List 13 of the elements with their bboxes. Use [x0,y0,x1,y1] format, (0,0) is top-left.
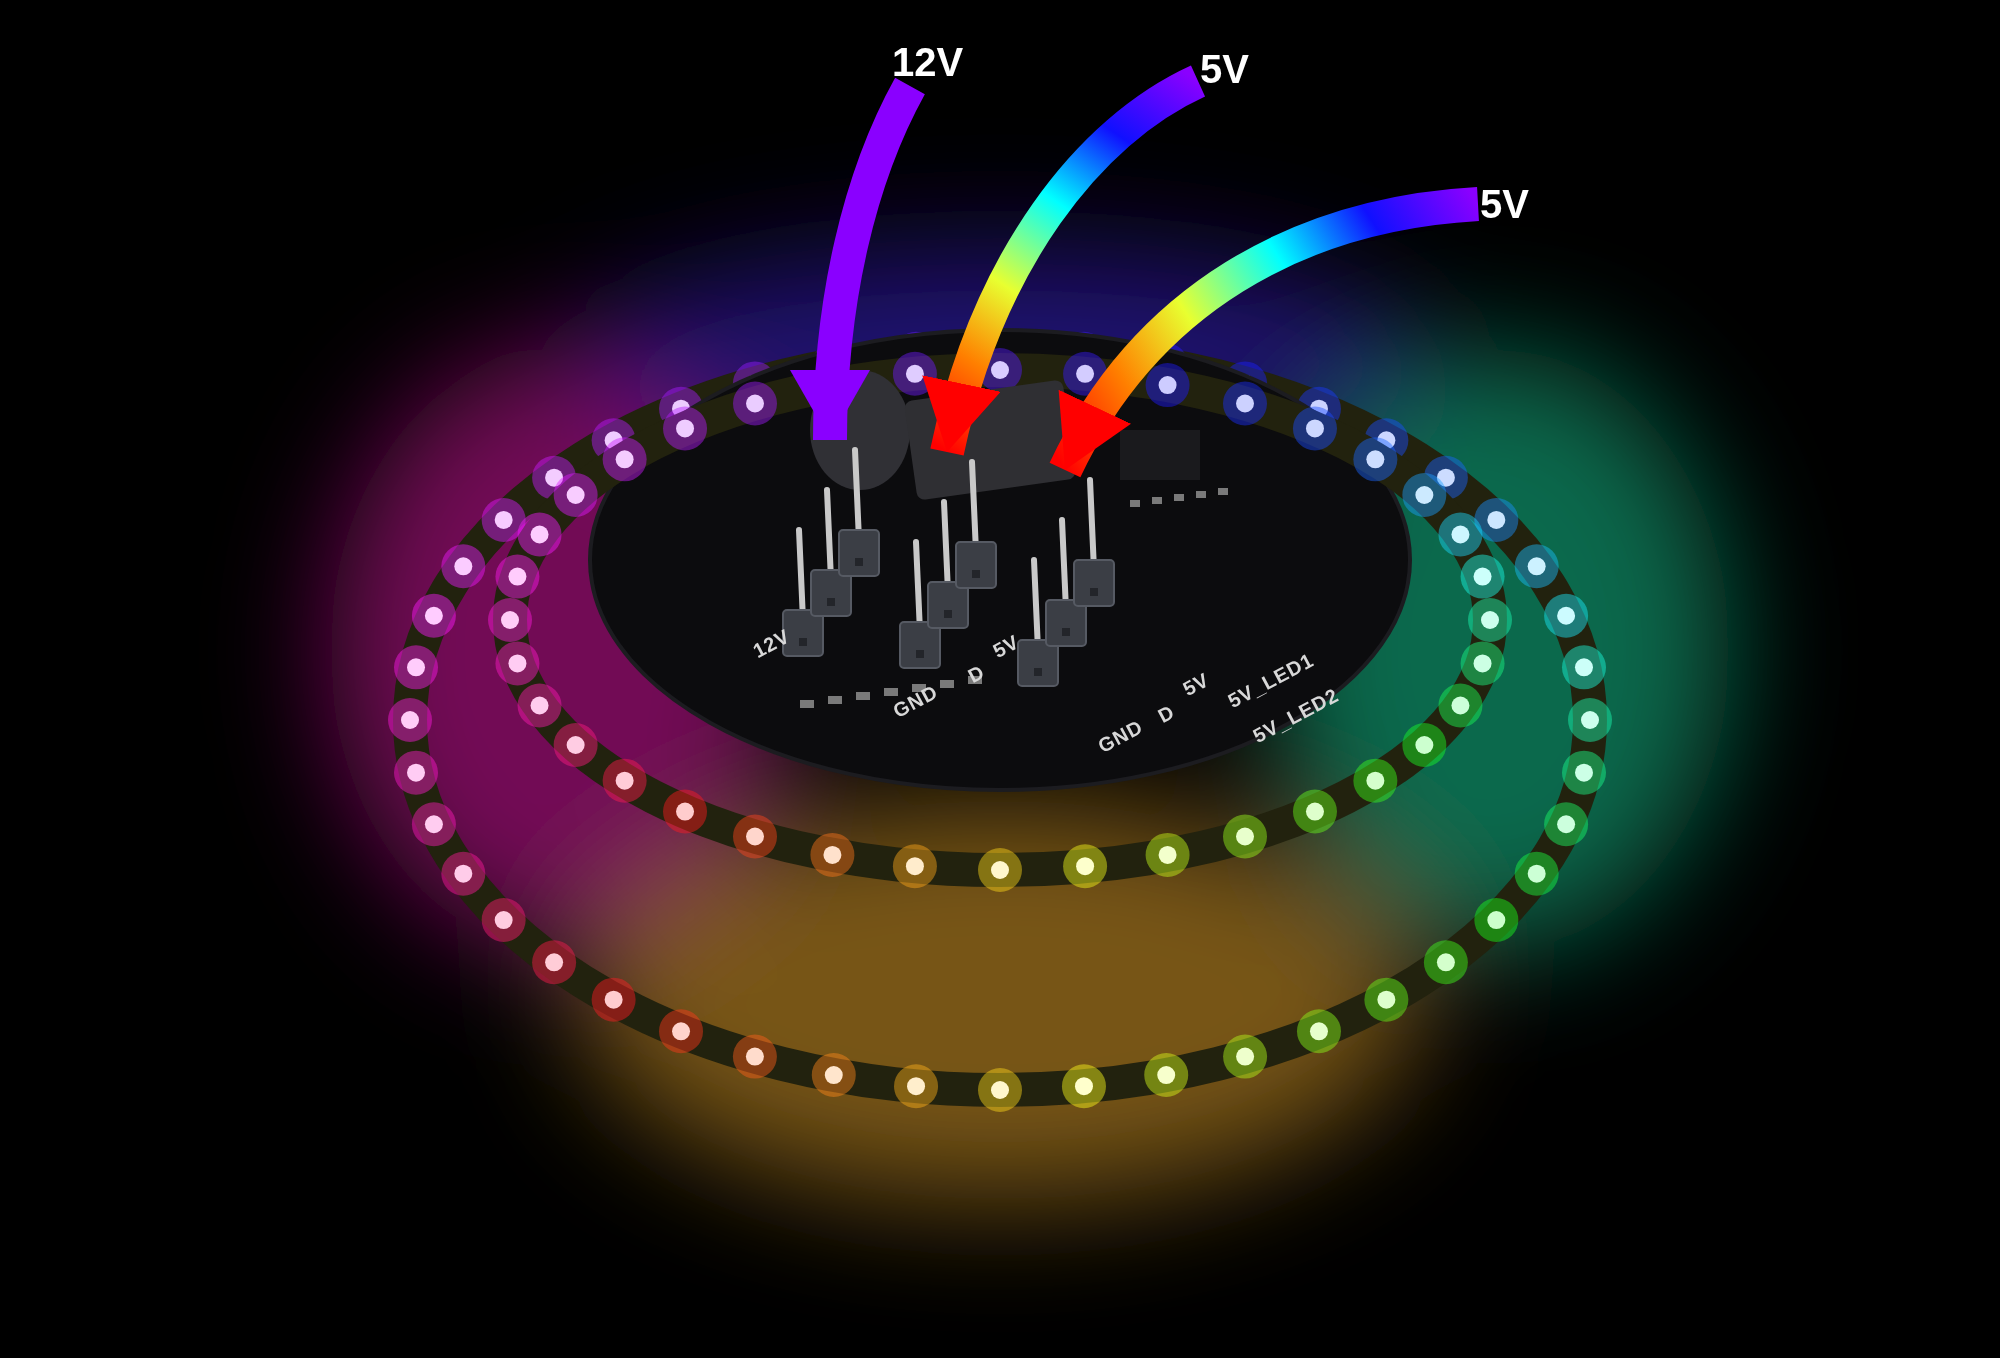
voltage-label: 5V [1478,180,1531,228]
silkscreen-label: D [1154,700,1179,728]
voltage-label: 12V [890,38,966,86]
silkscreen-label: GND [889,680,942,723]
voltage-label: 5V [1198,45,1251,93]
silkscreen-label: 5V [1179,668,1214,701]
arrow [1049,187,1480,478]
silkscreen-label: 12V [749,624,795,663]
arrow [791,78,926,441]
silkscreen-label: 5V [989,630,1024,663]
arrow [924,65,1206,456]
silkscreen-label: D [964,660,989,688]
silkscreen-label: GND [1094,715,1147,758]
